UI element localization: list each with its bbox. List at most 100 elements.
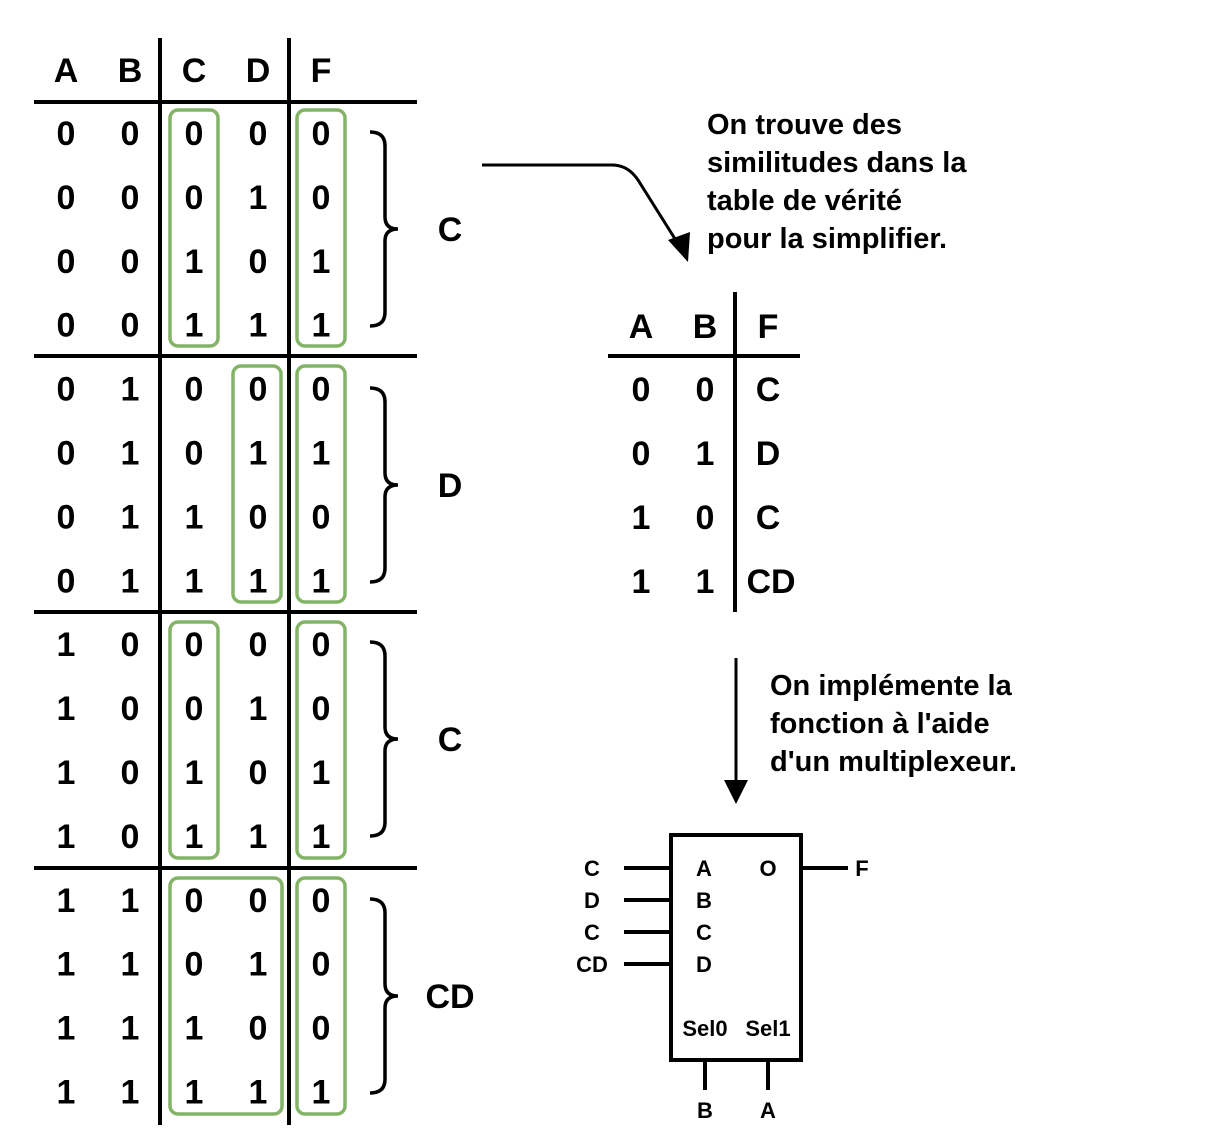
note-mux: On implémente la fonction à l'aide d'un … — [770, 667, 1017, 781]
note-mux-line: On implémente la — [770, 670, 1012, 702]
note-simplify: On trouve des similitudes dans la table … — [707, 106, 966, 258]
simplified-table-cell: 0 — [632, 371, 651, 409]
truth-table-cell: 1 — [312, 243, 331, 281]
truth-table-cell: 1 — [121, 1010, 140, 1048]
group-label: CD — [425, 978, 474, 1016]
truth-table-cell: 1 — [121, 498, 140, 536]
truth-table-cell: 1 — [121, 946, 140, 984]
similarity-box — [231, 364, 283, 604]
simplified-table-cell: CD — [746, 563, 795, 601]
truth-table-cell: 0 — [185, 882, 204, 920]
truth-table-cell: 1 — [185, 818, 204, 856]
truth-table-cell: 1 — [57, 1010, 76, 1048]
simplified-table-cell: 0 — [632, 435, 651, 473]
truth-table-cell: 1 — [312, 562, 331, 600]
mux-input-pin: B — [696, 888, 712, 913]
simplified-table-header: F — [758, 308, 779, 346]
truth-table-cell: 0 — [185, 626, 204, 664]
truth-table-cell: 1 — [185, 243, 204, 281]
similarity-highlights — [168, 108, 347, 1116]
note-mux-line: d'un multiplexeur. — [770, 746, 1017, 778]
mux-body — [669, 833, 803, 1062]
mux-input-signal: C — [584, 856, 600, 881]
simplified-table-cell: C — [756, 499, 781, 537]
similarity-box — [295, 364, 347, 604]
mux-sel1-pin: Sel1 — [745, 1016, 790, 1041]
truth-table-cell: 1 — [121, 1074, 140, 1112]
truth-table-cell: 1 — [249, 562, 268, 600]
similarity-box — [295, 108, 347, 348]
truth-table-cell: 0 — [249, 498, 268, 536]
truth-table-cell: 0 — [185, 946, 204, 984]
truth-table-cell: 1 — [312, 754, 331, 792]
truth-table-header: A — [54, 52, 79, 90]
truth-table-header: F — [311, 52, 332, 90]
truth-table-cell: 1 — [121, 562, 140, 600]
note-simplify-line: On trouve des — [707, 109, 902, 141]
simplified-table-cell: 1 — [696, 435, 715, 473]
similarity-box — [295, 876, 347, 1116]
truth-table-cell: 1 — [249, 1074, 268, 1112]
truth-table-cell: 1 — [185, 1074, 204, 1112]
note-simplify-line: table de vérité — [707, 185, 903, 217]
truth-table-cell: 1 — [57, 882, 76, 920]
note-simplify-line: pour la simplifier. — [707, 223, 948, 255]
truth-table-cell: 0 — [312, 115, 331, 153]
truth-table-cell: 1 — [312, 435, 331, 473]
truth-table-cell: 0 — [249, 115, 268, 153]
truth-table-cell: 1 — [57, 690, 76, 728]
simplify-arrow-head — [668, 232, 690, 262]
group-label: C — [438, 721, 463, 759]
simplified-table-cell: 1 — [696, 563, 715, 601]
truth-table-cell: 1 — [121, 435, 140, 473]
truth-table-cell: 0 — [121, 115, 140, 153]
mux-output-pin: O — [759, 856, 776, 881]
truth-table-cell: 0 — [121, 626, 140, 664]
truth-table-header: B — [118, 52, 143, 90]
truth-table-cell: 1 — [121, 371, 140, 409]
truth-table-cell: 0 — [185, 115, 204, 153]
implement-arrow-head — [724, 780, 748, 804]
truth-table-grid — [34, 38, 417, 1125]
truth-table-cell: 0 — [312, 882, 331, 920]
truth-table-cell: 1 — [249, 946, 268, 984]
truth-table-cell: 1 — [57, 754, 76, 792]
truth-table-cell: 1 — [249, 818, 268, 856]
group-label: C — [438, 211, 463, 249]
group-braces — [369, 130, 399, 1095]
truth-table-cell: 1 — [312, 1074, 331, 1112]
mux-input-signal: CD — [576, 952, 608, 977]
truth-table-cell: 0 — [185, 371, 204, 409]
mux-output-signal: F — [855, 856, 868, 881]
simplified-table-cell: 0 — [696, 499, 715, 537]
truth-table-cell: 1 — [249, 690, 268, 728]
truth-table-header: D — [246, 52, 271, 90]
truth-table-cell: 0 — [312, 626, 331, 664]
truth-table-cell: 1 — [185, 754, 204, 792]
truth-table-cell: 0 — [312, 690, 331, 728]
similarity-box — [168, 620, 220, 860]
truth-table-cell: 0 — [312, 498, 331, 536]
mux-input-pin: D — [696, 952, 712, 977]
simplify-arrow — [482, 163, 684, 251]
truth-table-cell: 0 — [249, 1010, 268, 1048]
truth-table-cell: 0 — [121, 307, 140, 345]
truth-table-cell: 0 — [185, 179, 204, 217]
truth-table-cell: 1 — [185, 1010, 204, 1048]
truth-table-cells: 0 0 0 0 0 0 0 0 1 0 0 0 1 0 1 0 0 1 1 1 0 1 0 0 0 0 1 0 1 1 0 1 1 0 0 0 1 1 1 1… — [57, 115, 331, 1112]
truth-table-cell: 0 — [57, 435, 76, 473]
mux-input-signal: C — [584, 920, 600, 945]
truth-table-cell: 0 — [249, 243, 268, 281]
simplified-table-cell: 1 — [632, 563, 651, 601]
truth-table-cell: 0 — [249, 754, 268, 792]
truth-table-cell: 0 — [57, 371, 76, 409]
truth-table-cell: 0 — [121, 818, 140, 856]
truth-table-cell: 0 — [57, 498, 76, 536]
truth-table-cell: 0 — [121, 754, 140, 792]
truth-table-header: C — [182, 52, 207, 90]
simplified-table-cell: D — [756, 435, 781, 473]
